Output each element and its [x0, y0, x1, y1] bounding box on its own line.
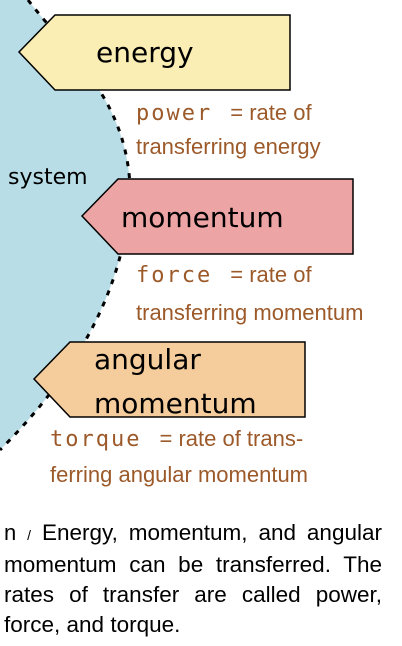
caption-slash: / [27, 527, 32, 543]
power-rate-line2: transferring energy [136, 134, 321, 159]
momentum-arrow [80, 178, 354, 255]
torque-rate-line2: ferring angular momentum [50, 462, 308, 487]
power-key: power [136, 101, 212, 126]
system-region [0, 0, 130, 450]
caption-figure-number: n [4, 520, 17, 545]
caption-text: Energy, momentum, and angular momentum c… [4, 520, 382, 637]
force-rate-line1: force = rate of [136, 262, 312, 288]
force-rate-line2: transferring momentum [136, 300, 363, 325]
energy-arrow [17, 14, 291, 91]
angular-momentum-label-line2: momentum [94, 387, 257, 420]
power-rate-text: = rate of [230, 100, 312, 125]
force-key: force [136, 263, 212, 288]
energy-arrow-label: energy [96, 36, 194, 69]
force-rate-text: = rate of [230, 262, 312, 287]
system-label: system [8, 165, 88, 190]
power-rate-line1: power = rate of [136, 100, 312, 126]
torque-key: torque [50, 427, 141, 452]
figure-caption: n / Energy, momentum, and angular moment… [4, 518, 382, 640]
torque-rate-text: = rate of trans- [159, 426, 303, 451]
angular-momentum-arrow [32, 341, 306, 418]
momentum-arrow-label: momentum [121, 201, 284, 234]
angular-momentum-label-line1: angular [94, 343, 201, 376]
torque-rate-line1: torque = rate of trans- [50, 426, 303, 452]
energy-momentum-transfer-diagram: system energy power = rate of transferri… [0, 0, 363, 487]
